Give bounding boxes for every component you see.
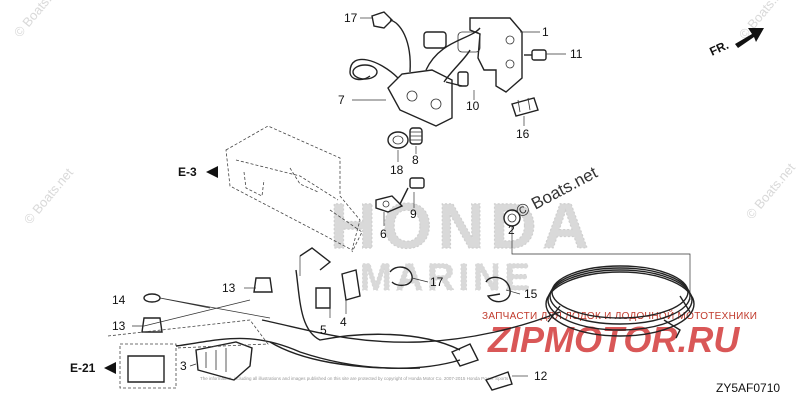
- part-3-boot: [195, 341, 253, 381]
- watermark-site-red: ZIPMOTOR.RU: [487, 319, 740, 360]
- watermark-boats-net-left-2: © Boats.net: [21, 165, 77, 227]
- callout-14: 14: [112, 293, 126, 307]
- callout-17-lower: 17: [430, 275, 444, 289]
- engine-frame-e3: [206, 125, 363, 253]
- callout-18: 18: [390, 163, 404, 177]
- watermark-boats-net-left: © Boats.net: [11, 0, 67, 40]
- part-13-nut-b: [141, 317, 163, 333]
- callout-12: 12: [534, 369, 548, 383]
- part-17-clamp-top: [371, 11, 393, 29]
- callout-17-upper: 17: [344, 11, 358, 25]
- part-9-bolt: [399, 177, 425, 205]
- part-18-grommet: [387, 131, 409, 149]
- cable-harness: [175, 247, 695, 391]
- part-5-cap: [315, 287, 331, 309]
- part-15-band: [485, 276, 511, 303]
- callout-8: 8: [412, 153, 419, 167]
- starter-e21: [104, 343, 177, 389]
- callout-1: 1: [542, 25, 549, 39]
- callout-11: 11: [570, 47, 583, 61]
- part-7-unit: [349, 19, 481, 127]
- watermark-honda: HONDA: [330, 190, 595, 262]
- callout-13-upper: 13: [222, 281, 236, 295]
- callout-5: 5: [320, 323, 327, 337]
- watermark-group: HONDA MARINE © Boats.net © Boats.net © B…: [11, 0, 799, 381]
- callout-labels: 1 2 3 4 5 6 7 8 9 10 11 12 13 13 14 15 1…: [112, 11, 583, 383]
- callout-4: 4: [340, 315, 347, 329]
- front-label: FR.: [707, 38, 730, 59]
- ref-e3-label: E-3: [178, 165, 197, 179]
- callout-10: 10: [466, 99, 480, 113]
- watermark-boats-net-right-2: © Boats.net: [743, 160, 799, 222]
- ref-e21-label: E-21: [70, 361, 96, 375]
- part-11-bolt: [524, 49, 547, 61]
- part-14-washer: [143, 293, 161, 303]
- watermark-copyright: The information, including all illustrat…: [200, 376, 509, 381]
- e21-arrow-icon: [104, 362, 116, 374]
- callout-16: 16: [516, 127, 530, 141]
- callout-6: 6: [380, 227, 387, 241]
- watermark-marine: MARINE: [360, 257, 534, 299]
- part-13-nut-a: [253, 277, 273, 293]
- diagram-code: ZY5AF0710: [716, 381, 780, 395]
- leader-lines: [107, 17, 691, 377]
- part-4-cover: [341, 269, 361, 301]
- callout-15: 15: [524, 287, 538, 301]
- watermark-boats-net-right: © Boats.net: [736, 0, 792, 42]
- part-17-clamp-lower: [389, 266, 413, 287]
- front-arrow-icon: [735, 28, 764, 48]
- callout-13-lower: 13: [112, 319, 126, 333]
- callout-9: 9: [410, 207, 417, 221]
- e3-arrow-icon: [206, 166, 218, 178]
- callout-7: 7: [338, 93, 345, 107]
- part-16-clip: [511, 97, 539, 117]
- callout-3: 3: [180, 359, 187, 373]
- part-8-collar: [409, 127, 423, 145]
- part-6-terminal: [375, 195, 404, 213]
- callout-2: 2: [508, 223, 515, 237]
